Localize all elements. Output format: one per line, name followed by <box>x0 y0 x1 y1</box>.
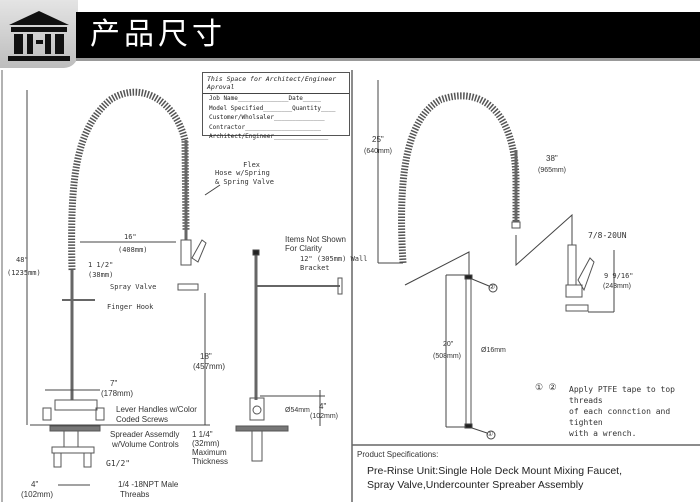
offset-label: 4" <box>319 402 327 411</box>
approval-row: Architect/Engineer_______________ <box>209 133 329 141</box>
spread-mm-label: (178mm) <box>101 389 134 398</box>
items-not-shown-label-2: For Clarity <box>285 244 322 253</box>
page-title: 产品尺寸 <box>90 17 226 52</box>
bracket-label-2: Bracket <box>300 264 330 272</box>
valve-height-mm-label: (457mm) <box>193 362 226 371</box>
note-line: of each connction and tighten <box>569 407 671 427</box>
flex-hose-label-2: Hose w/Spring <box>215 169 270 177</box>
thickness-label-1: 1 1/4" <box>192 430 213 439</box>
threads-label-1: 1/4 -18NPT Male <box>118 480 179 489</box>
side-view-faucet <box>235 249 343 462</box>
valve-height-mm-label: (243mm) <box>603 283 632 290</box>
specs-text: Pre-Rinse Unit:Single Hole Deck Mount Mi… <box>367 464 622 492</box>
ptfe-note: Apply PTFE tape to top threads of each c… <box>569 384 700 439</box>
spec-line: Pre-Rinse Unit:Single Hole Deck Mount Mi… <box>367 465 623 477</box>
note-line: Apply PTFE tape to top threads <box>569 385 675 405</box>
approval-row: Customer/Wholsaler______________ <box>209 114 325 122</box>
spring-length-label: 25" <box>372 135 384 144</box>
items-not-shown-label-1: Items Not Shown <box>285 235 346 244</box>
riser-length-label: 20" <box>443 341 454 348</box>
lever-handles-label-1: Lever Handles w/Color <box>116 405 197 414</box>
spray-valve-label: Spray Valve <box>110 283 157 291</box>
spring-label: 1 1/2" <box>88 261 114 269</box>
spec-line: Spray Valve,Undercounter Spreaber Assemb… <box>367 479 584 491</box>
classical-building-icon <box>8 11 70 61</box>
thickness-label-3: Maximum <box>192 448 227 457</box>
front-view-faucet <box>26 88 221 486</box>
logo <box>0 0 78 68</box>
flex-hose-label-3: & Spring Valve <box>215 178 275 186</box>
hose-length-label: 38" <box>546 154 558 163</box>
valve-height-label: 9 9/16" <box>604 272 634 280</box>
note-markers: ① ② <box>535 383 557 393</box>
threads-label-2: Threabs <box>120 490 150 499</box>
note-line: with a wrench. <box>569 429 637 438</box>
lever-handles-label-2: Coded Screws <box>116 415 169 424</box>
thread-label: 7/8-20UN <box>588 231 627 240</box>
diameter-label: Ø54mm <box>285 407 310 414</box>
spread-label: 7" <box>110 379 118 388</box>
riser-diameter-label: Ø16mm <box>481 347 506 354</box>
bracket-label-1: 12" (305mm) Wall <box>300 255 368 263</box>
spring-length-mm-label: (640mm) <box>364 148 393 155</box>
spring-mm-label: (38mm) <box>88 271 114 279</box>
hose-length-mm-label: (965mm) <box>538 167 567 174</box>
marker-1: ① <box>487 431 494 438</box>
spreader-label-2: w/Volume Controls <box>112 440 179 449</box>
finger-hook-label: Finger Hook <box>107 303 154 311</box>
inlet-label: G1/2" <box>106 459 131 468</box>
height-mm-label: (1235mm) <box>7 269 41 277</box>
valve-height-label: 18" <box>200 352 212 361</box>
flex-hose-label-1: Flex <box>243 161 260 169</box>
parts-view <box>377 80 615 440</box>
marker-2: ② <box>489 284 496 291</box>
header-bar <box>76 12 700 61</box>
reach-mm-label: (408mm) <box>118 246 148 254</box>
riser-length-mm-label: (508mm) <box>433 353 462 360</box>
offset-mm-label: (102mm) <box>310 413 339 420</box>
reach-label: 16" <box>124 233 137 241</box>
approval-row: Job Name______________Date_____ <box>209 95 321 102</box>
approval-row: Contractor_____________________ <box>209 123 321 131</box>
thickness-label-4: Thickness <box>192 457 229 466</box>
base-width-label: 4" <box>31 480 39 489</box>
approval-box: This Space for Architect/Engineer Aprova… <box>202 72 350 140</box>
height-label: 48" <box>16 256 29 264</box>
thickness-label-2: (32mm) <box>192 439 220 448</box>
approval-row: Model Specified________Quantity____ <box>209 104 336 112</box>
approval-title: This Space for Architect/Engineer Aprova… <box>203 73 349 94</box>
spreader-label-1: Spreader Assemdly <box>110 430 180 439</box>
base-width-mm-label: (102mm) <box>21 490 54 499</box>
specs-heading: Product Specifications: <box>357 450 439 459</box>
